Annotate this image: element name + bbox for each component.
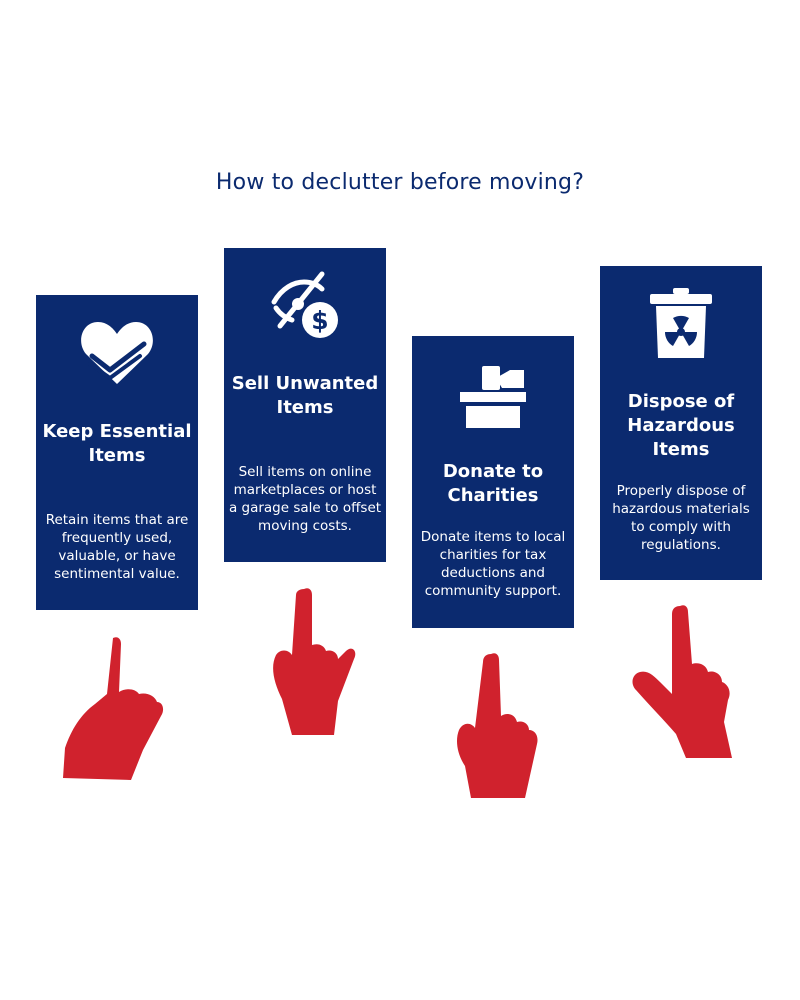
card-donate-to-charities: Donate to Charities Donate items to loca…	[412, 336, 574, 628]
pointing-hand-icon	[273, 588, 356, 735]
card-keep-essential-items: Keep Essential Items Retain items that a…	[36, 295, 198, 610]
card-description: Sell items on online marketplaces or hos…	[228, 464, 382, 534]
card-sell-unwanted-items: $ Sell Unwanted Items Sell items on onli…	[224, 248, 386, 562]
card-title: Dispose of Hazardous Items	[627, 391, 735, 460]
no-view-dollar-icon: $	[271, 271, 338, 338]
card-description: Properly dispose of hazardous materials …	[612, 483, 750, 553]
donation-box-icon	[460, 366, 526, 428]
pointing-hand-icon	[457, 653, 538, 798]
hazard-bin-icon	[650, 288, 712, 358]
pointing-hand-icon	[632, 605, 732, 758]
card-title: Sell Unwanted Items	[231, 373, 379, 418]
page-title: How to declutter before moving?	[215, 170, 585, 195]
card-dispose-hazardous-items: Dispose of Hazardous Items Properly disp…	[600, 266, 762, 580]
pointing-hand-icon	[63, 637, 164, 780]
heart-check-icon	[81, 322, 153, 384]
card-title: Keep Essential Items	[42, 421, 192, 466]
svg-text:$: $	[311, 306, 328, 335]
card-title: Donate to Charities	[442, 461, 544, 506]
card-description: Donate items to local charities for tax …	[420, 529, 566, 599]
card-description: Retain items that are frequently used, v…	[45, 512, 189, 582]
